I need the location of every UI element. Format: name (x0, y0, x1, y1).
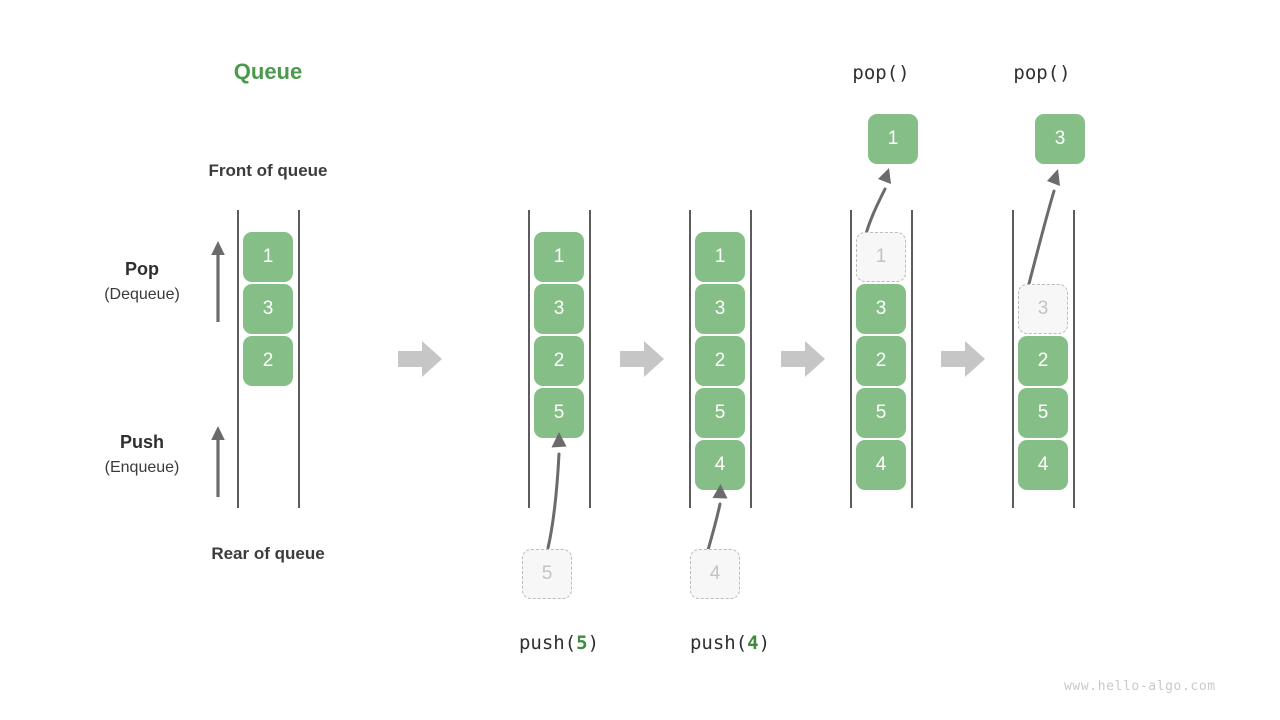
queue-element: 3 (695, 284, 745, 334)
popped-element-stage-4: 1 (868, 114, 918, 164)
stage-caption-pop-1: pop() (852, 62, 910, 84)
flow-arrow-icon (398, 341, 442, 377)
stage-caption-push-5: push(5) (479, 632, 639, 654)
queue-element: 1 (534, 232, 584, 282)
queue-rail-left-stage-1 (237, 210, 239, 508)
rear-of-queue-label: Rear of queue (211, 544, 325, 563)
queue-element: 4 (856, 440, 906, 490)
queue-rail-left-stage-2 (528, 210, 530, 508)
popped-element-stage-5: 3 (1035, 114, 1085, 164)
push-label-main: Push (119, 432, 164, 452)
pop-label-main: Pop (125, 259, 159, 279)
pop-dequeue-label: Pop (Dequeue) (62, 256, 222, 308)
queue-element: 1 (243, 232, 293, 282)
queue-element: 2 (695, 336, 745, 386)
queue-rail-left-stage-3 (689, 210, 691, 508)
queue-element: 5 (856, 388, 906, 438)
queue-element: 3 (856, 284, 906, 334)
queue-rail-right-stage-1 (298, 210, 300, 508)
removed-element-stage-4: 1 (856, 232, 906, 282)
queue-element: 5 (695, 388, 745, 438)
caption-prefix: push( (689, 632, 748, 654)
pop-extract-arrow-stage-5 (1024, 169, 1060, 297)
push-insert-arrow-stage-3 (706, 484, 728, 552)
queue-element: 4 (1018, 440, 1068, 490)
removed-element-stage-5: 3 (1018, 284, 1068, 334)
page-title: Queue (233, 59, 303, 84)
pending-push-element-stage-2: 5 (522, 549, 572, 599)
stage-caption-pop-3: pop() (1013, 62, 1071, 84)
caption-value: 5 (576, 632, 588, 654)
queue-element: 5 (534, 388, 584, 438)
flow-arrow-icon (781, 341, 825, 377)
caption-suffix: ) (587, 632, 600, 654)
site-watermark: www.hello-algo.com (1064, 679, 1216, 694)
pop-label-sub: (Dequeue) (104, 286, 180, 303)
queue-element: 2 (243, 336, 293, 386)
pending-push-element-stage-3: 4 (690, 549, 740, 599)
push-enqueue-label: Push (Enqueue) (62, 429, 222, 481)
queue-rail-left-stage-5 (1012, 210, 1014, 508)
queue-rail-right-stage-2 (589, 210, 591, 508)
queue-element: 4 (695, 440, 745, 490)
push-insert-arrow-stage-2 (546, 432, 567, 550)
queue-element: 5 (1018, 388, 1068, 438)
stage-caption-push-4: push(4) (650, 632, 810, 654)
push-label-sub: (Enqueue) (104, 459, 180, 476)
queue-element: 2 (1018, 336, 1068, 386)
queue-rail-right-stage-3 (750, 210, 752, 508)
front-of-queue-label: Front of queue (208, 161, 328, 180)
flow-arrow-icon (620, 341, 664, 377)
caption-prefix: push( (518, 632, 577, 654)
queue-element: 2 (856, 336, 906, 386)
queue-rail-right-stage-4 (911, 210, 913, 508)
queue-rail-left-stage-4 (850, 210, 852, 508)
flow-arrow-icon (941, 341, 985, 377)
queue-element: 3 (243, 284, 293, 334)
pop-direction-arrow (211, 241, 225, 322)
queue-rail-right-stage-5 (1073, 210, 1075, 508)
queue-element: 1 (695, 232, 745, 282)
caption-suffix: ) (758, 632, 771, 654)
queue-element: 3 (534, 284, 584, 334)
caption-value: 4 (747, 632, 759, 654)
queue-element: 2 (534, 336, 584, 386)
push-direction-arrow (211, 426, 225, 497)
